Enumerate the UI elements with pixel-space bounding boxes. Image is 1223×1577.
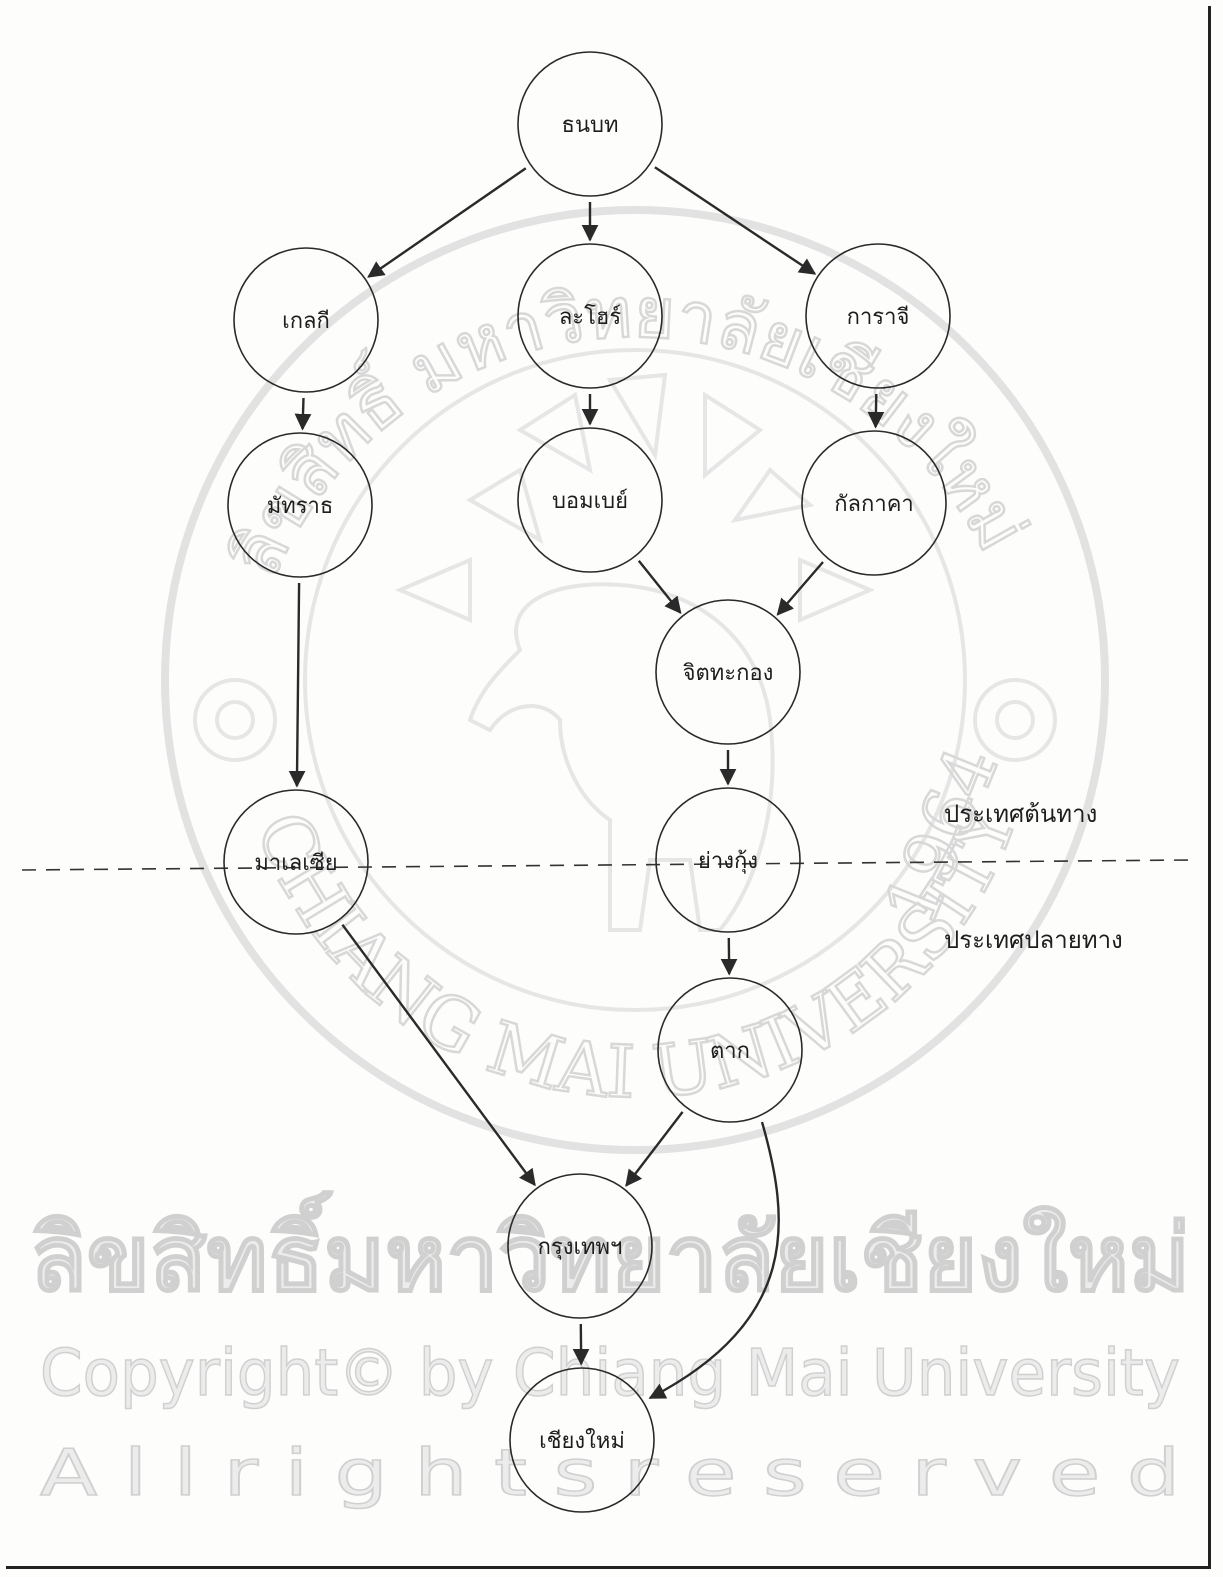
node-circle xyxy=(517,51,663,197)
copyright-watermark: ลิขสิทธิ์มหาวิทยาลัยเชียงใหม่ Copyright©… xyxy=(29,1189,1191,1512)
node-circle xyxy=(805,243,951,389)
diagram-node: เชียงใหม่ xyxy=(509,1367,655,1513)
node-label: มัทราธ xyxy=(267,494,334,519)
edge-n_l2-to-n_l3 xyxy=(288,582,306,788)
edge-n_m2-to-n_c1 xyxy=(637,560,682,615)
seal-flower-left xyxy=(193,678,277,762)
node-circle xyxy=(227,432,373,578)
node-label: ตาก xyxy=(710,1039,750,1064)
seal-elephant xyxy=(467,582,775,932)
seal-sunburst xyxy=(394,372,876,624)
node-label: ธนบท xyxy=(562,113,619,138)
edge-n_r2-to-n_c1 xyxy=(776,561,824,616)
diagram-node: กัลกาคา xyxy=(801,430,947,576)
node-circle xyxy=(655,599,801,745)
node-circle xyxy=(507,1173,653,1319)
node-circle xyxy=(509,1367,655,1513)
node-circle xyxy=(801,430,947,576)
diagram-node: มาเลเซีย xyxy=(223,789,369,935)
thai-copyright-line: ลิขสิทธิ์มหาวิทยาลัยเชียงใหม่ xyxy=(30,1190,1190,1312)
node-circle xyxy=(223,789,369,935)
diagram-node: กรุงเทพฯ xyxy=(507,1173,653,1319)
node-label: บอมเบย์ xyxy=(552,489,628,514)
diagram-node: การาจี xyxy=(805,243,951,389)
node-label: การาจี xyxy=(847,305,910,330)
edge-n_l1-to-n_l2 xyxy=(294,397,312,431)
diagram-node: เกลกี xyxy=(233,247,379,393)
edge-n_top-to-n_l1 xyxy=(367,167,527,278)
node-circle xyxy=(233,247,379,393)
diagram-node: บอมเบย์ xyxy=(517,427,663,573)
diagram-node: จิตทะกอง xyxy=(655,599,801,745)
node-circle xyxy=(517,243,663,389)
node-label: เชียงใหม่ xyxy=(539,1428,625,1454)
seal-flower-right xyxy=(973,678,1057,762)
diagram-node: มัทราธ xyxy=(227,432,373,578)
node-label: กัลกาคา xyxy=(834,492,914,517)
node-label: มาเลเซีย xyxy=(254,851,337,876)
zone-divider-line xyxy=(21,859,1191,871)
node-circle xyxy=(657,977,803,1123)
node-label: กรุงเทพฯ xyxy=(538,1235,623,1260)
node-circle xyxy=(517,427,663,573)
edge-n_l3-to-n_c4 xyxy=(341,923,536,1187)
rights-reserved-line: A l l r i g h t s r e s e r v e d xyxy=(40,1437,1180,1511)
node-label: จิตทะกอง xyxy=(683,661,774,686)
diagram-node: ย่างกุ้ง xyxy=(655,787,801,933)
node-label: ย่างกุ้ง xyxy=(698,849,758,874)
diagram-node: ละโฮร์ xyxy=(517,243,663,389)
edge-n_r1-to-n_r2 xyxy=(867,393,885,429)
node-circle xyxy=(655,787,801,933)
diagram-edges xyxy=(288,166,885,1400)
origin-country-label: ประเทศต้นทาง xyxy=(944,800,1097,828)
node-label: ละโฮร์ xyxy=(559,304,622,330)
diagram-node: ธนบท xyxy=(517,51,663,197)
destination-country-label: ประเทศปลายทาง xyxy=(944,926,1123,954)
node-label: เกลกี xyxy=(282,309,330,334)
page-frame xyxy=(6,6,1211,1569)
edge-n_top-to-n_r1 xyxy=(654,166,817,275)
copyright-line: Copyright© by Chiang Mai University xyxy=(40,1337,1180,1411)
edge-n_c3-to-n_c5 xyxy=(648,1121,780,1400)
university-seal-watermark: CHIANG MAI UNIVERSITY ลิขสิทธิ์ มหาวิทยา… xyxy=(161,206,1109,1154)
edge-n_c3-to-n_c4 xyxy=(625,1111,684,1187)
diagram-node: ตาก xyxy=(657,977,803,1123)
